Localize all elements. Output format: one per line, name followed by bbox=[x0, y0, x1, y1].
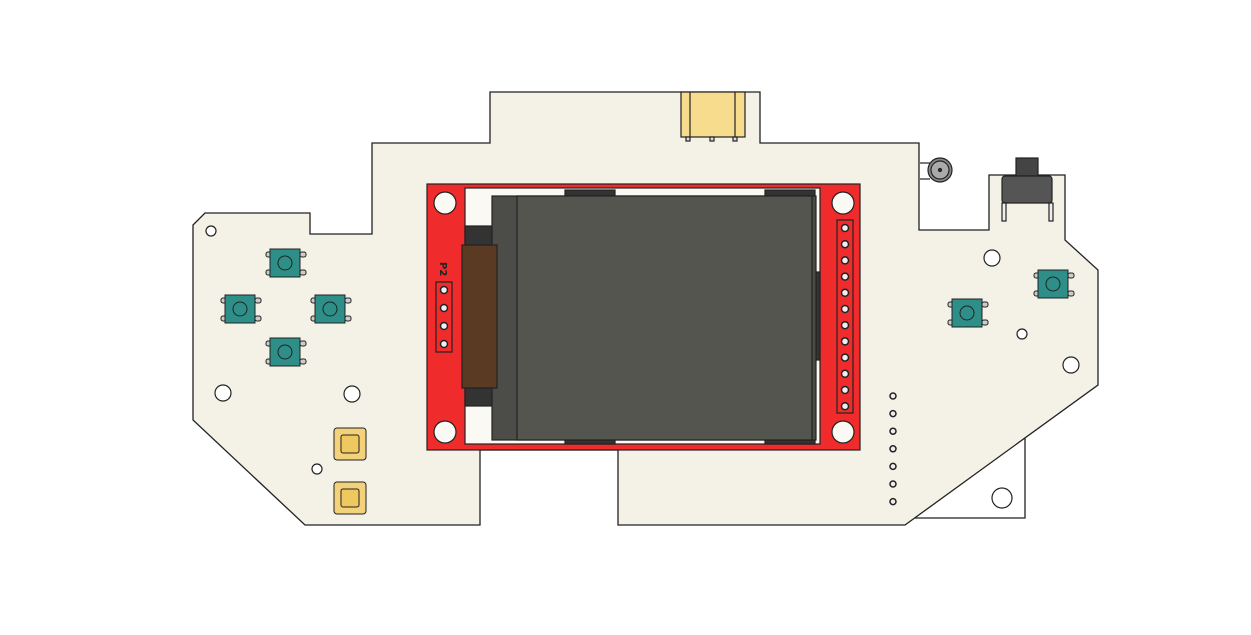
hole bbox=[205, 225, 217, 237]
tact-button[interactable] bbox=[947, 298, 989, 328]
hole bbox=[214, 384, 232, 402]
via bbox=[889, 497, 897, 506]
hole bbox=[983, 249, 1001, 267]
pin bbox=[840, 256, 850, 265]
hole bbox=[991, 487, 1013, 509]
hole bbox=[343, 385, 361, 403]
hole bbox=[1062, 356, 1080, 374]
tft-display-module bbox=[426, 183, 861, 451]
tact-button[interactable] bbox=[1033, 269, 1075, 299]
power-switch[interactable] bbox=[1001, 157, 1054, 222]
header-p2 bbox=[435, 281, 453, 353]
pin-row bbox=[889, 392, 897, 506]
pin bbox=[439, 303, 449, 313]
pin bbox=[840, 337, 850, 346]
tact-button[interactable] bbox=[220, 294, 262, 324]
header-main bbox=[836, 219, 854, 414]
pin bbox=[439, 285, 449, 295]
via bbox=[889, 409, 897, 418]
usb-connector bbox=[680, 91, 746, 142]
via bbox=[889, 480, 897, 488]
via bbox=[889, 392, 897, 400]
via bbox=[889, 445, 897, 453]
pin bbox=[840, 288, 850, 298]
pin bbox=[840, 385, 850, 395]
pin bbox=[840, 369, 850, 379]
pin bbox=[840, 223, 850, 233]
header-p2-label: P2 bbox=[437, 262, 448, 276]
pin bbox=[840, 353, 850, 362]
yellow-buttons[interactable] bbox=[333, 427, 367, 515]
hole bbox=[1016, 328, 1028, 340]
pin bbox=[840, 272, 850, 281]
header-pins bbox=[439, 223, 850, 411]
via bbox=[889, 427, 897, 435]
pin bbox=[840, 401, 850, 411]
flex-cable bbox=[461, 244, 498, 389]
mounting-holes bbox=[205, 225, 1080, 509]
board-lower-right-edge bbox=[915, 438, 1026, 519]
lcd-screen bbox=[516, 195, 813, 441]
hole bbox=[311, 463, 323, 475]
tact-button[interactable] bbox=[265, 248, 307, 278]
yellow-button[interactable] bbox=[333, 427, 367, 461]
tact-buttons[interactable] bbox=[220, 248, 1075, 367]
tact-button[interactable] bbox=[265, 337, 307, 367]
pin bbox=[840, 239, 850, 249]
rotary-component bbox=[920, 157, 953, 183]
tact-button[interactable] bbox=[310, 294, 352, 324]
pin bbox=[840, 304, 850, 314]
yellow-button[interactable] bbox=[333, 481, 367, 515]
pin bbox=[840, 320, 850, 330]
via bbox=[889, 462, 897, 471]
pin bbox=[439, 339, 449, 349]
pin bbox=[439, 321, 449, 331]
